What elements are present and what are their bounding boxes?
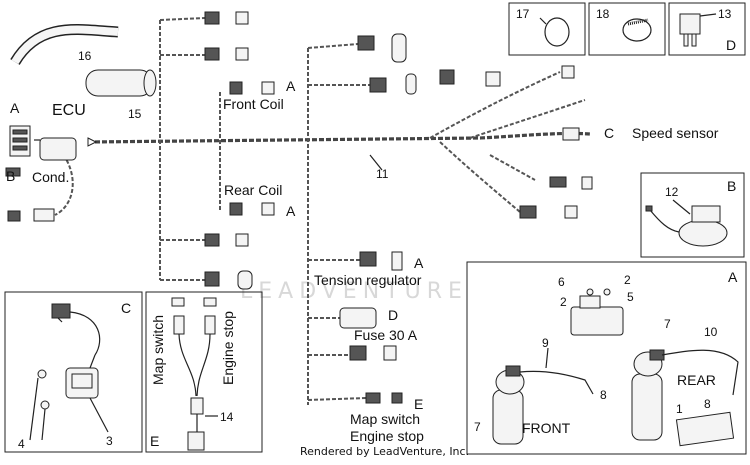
letter-e-switch: E [414, 396, 423, 412]
letter-a-front-coil: A [286, 78, 296, 94]
letter-a-regulator: A [414, 255, 424, 271]
callout-16: 16 [78, 49, 92, 63]
label-speed-sensor: Speed sensor [632, 125, 719, 141]
callout-13: 13 [718, 7, 732, 21]
map-switch-vertical: Map switch [150, 315, 166, 385]
main-harness-11: 11 [54, 17, 591, 405]
label-ecu: ECU [52, 102, 86, 119]
callout-12: 12 [665, 185, 679, 199]
callout-1: 1 [676, 402, 683, 416]
box-b-component-12: B 12 [640, 172, 745, 258]
callout-10: 10 [704, 325, 718, 339]
letter-a-rear-coil: A [286, 203, 296, 219]
callout-6: 6 [558, 275, 565, 289]
callout-17: 17 [516, 7, 530, 21]
label-map-switch: Map switch [350, 411, 420, 427]
label-rear-coil: Rear Coil [224, 182, 282, 198]
box-clamp-18: 18 [588, 2, 666, 56]
callout-5: 5 [627, 290, 634, 304]
letter-b-box: B [727, 178, 736, 194]
callout-14: 14 [220, 410, 234, 424]
ecu-unit [9, 125, 98, 157]
hose-16: 16 [10, 24, 119, 66]
box-fuse-13: 13 D [668, 2, 746, 56]
letter-c-box: C [121, 300, 131, 316]
label-engine-stop: Engine stop [350, 428, 424, 444]
callout-8-front: 8 [600, 388, 607, 402]
letter-d-fuse: D [388, 307, 398, 323]
letter-a-box: A [728, 269, 738, 285]
callout-2-right: 2 [624, 273, 631, 287]
callout-4: 4 [18, 437, 25, 451]
callout-11: 11 [376, 167, 389, 181]
callout-7-front: 7 [474, 420, 481, 434]
letter-c-speed: C [604, 125, 614, 141]
harness-connectors [5, 11, 593, 404]
box-c-ecu-connector: C 4 3 [4, 291, 143, 453]
callout-8-rear: 8 [704, 397, 711, 411]
label-fuse: Fuse 30 A [354, 327, 418, 343]
box-a-ignition-coils: A 6 2 2 5 9 8 7 FRONT 7 10 REAR 8 1 [466, 261, 747, 455]
box-e-switch-harness: E Map switch Engine stop 14 [145, 291, 263, 453]
engine-stop-vertical: Engine stop [220, 311, 236, 385]
footer-credit: Rendered by LeadVenture, Inc. [300, 445, 469, 458]
letter-e-box: E [150, 433, 159, 449]
callout-3: 3 [106, 434, 113, 448]
box-clamp-17: 17 [508, 2, 586, 56]
grip-15: 15 [85, 69, 157, 121]
label-tension-regulator: Tension regulator [314, 272, 422, 288]
callout-9: 9 [542, 336, 549, 350]
letter-b-cond: B [6, 168, 15, 184]
label-front-coil: Front Coil [223, 96, 284, 112]
label-front: FRONT [522, 420, 571, 436]
label-rear: REAR [677, 372, 716, 388]
watermark: LEADVENTURE [240, 279, 468, 304]
callout-2-left: 2 [560, 295, 567, 309]
callout-15: 15 [128, 107, 142, 121]
letter-d-top: D [726, 37, 736, 53]
callout-18: 18 [596, 7, 610, 21]
letter-a-ecu: A [10, 100, 20, 116]
callout-7-rear: 7 [664, 317, 671, 331]
label-cond: Cond. [32, 169, 69, 185]
